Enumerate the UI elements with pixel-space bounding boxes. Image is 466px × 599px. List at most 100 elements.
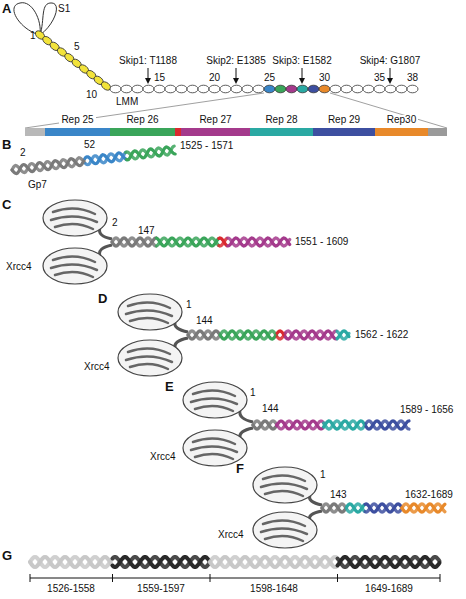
lmm-repeat-ellipse: [264, 85, 275, 93]
beta-strand: [51, 216, 97, 222]
helix-strand: [220, 331, 276, 339]
xrcc4-head-domain: [43, 248, 107, 284]
panel-letter: G: [2, 549, 12, 562]
helix-strand: [219, 238, 227, 246]
helix-strand: [12, 158, 85, 173]
helix-strand: [277, 421, 324, 429]
residue-label: 1526-1558: [47, 584, 95, 594]
skip-arrow: [302, 68, 303, 79]
helix-strand: [112, 238, 156, 246]
panel-letter: E: [165, 380, 174, 393]
beta-strand: [126, 310, 172, 316]
lmm-repeat-ellipse: [385, 85, 396, 93]
beta-strand: [195, 454, 233, 459]
helix-strand: [337, 331, 349, 339]
xrcc4-head-domain: [253, 512, 317, 548]
repeat-band: Rep 28: [250, 115, 313, 136]
beta-strand: [126, 356, 172, 362]
neck-helix: [100, 228, 113, 239]
repeat-color-band: [313, 128, 375, 136]
beta-strand: [130, 318, 168, 323]
residue-label: 1598-1648: [250, 584, 298, 594]
residue-label: LMM: [116, 97, 138, 107]
residue-label: 1: [30, 31, 36, 41]
lmm-repeat-ellipse: [209, 85, 220, 93]
repeat-band: Rep 27: [181, 115, 250, 136]
lmm-repeat-ellipse: [374, 85, 385, 93]
residue-label: Skip3: E1582: [272, 56, 332, 66]
residue-label: 1589 - 1656: [400, 405, 453, 415]
repeat-color-band: [375, 128, 428, 136]
neck-helix: [240, 428, 253, 438]
lmm-repeat-ellipse: [121, 85, 132, 93]
beta-strand: [263, 520, 305, 526]
neck-helix: [310, 495, 323, 505]
residue-label: 143: [330, 490, 347, 500]
bar-end: [428, 128, 447, 136]
repeat-band: Rep30: [375, 115, 428, 136]
helix-strand: [365, 504, 401, 512]
helix-strand: [337, 331, 349, 339]
panel-letter: A: [2, 2, 11, 15]
xrcc4-head-domain: [183, 430, 247, 466]
panel-letter: B: [2, 138, 11, 151]
helix-strand: [188, 331, 220, 339]
helix-strand: [210, 557, 337, 567]
helix-strand: [210, 557, 337, 567]
helix-strand: [324, 421, 366, 429]
residue-label: 1562 - 1622: [355, 330, 408, 340]
skip-arrow: [390, 68, 391, 79]
residue-label: Skip2: E1385: [206, 56, 266, 66]
beta-strand: [130, 364, 168, 369]
helix-strand: [338, 557, 440, 567]
scale-tick: [112, 574, 113, 582]
residue-label: 20: [209, 73, 220, 83]
lmm-repeat-ellipse: [154, 85, 165, 93]
lmm-repeat-ellipse: [220, 85, 231, 93]
beta-strand: [191, 398, 237, 404]
scale-tick: [210, 574, 211, 582]
lmm-repeat-ellipse: [286, 85, 297, 93]
residue-label: 10: [86, 90, 97, 100]
skip-arrowhead: [299, 78, 305, 84]
helix-strand: [30, 557, 112, 567]
lmm-repeat-ellipse: [242, 85, 253, 93]
residue-label: 15: [154, 73, 165, 83]
neck-helix: [175, 322, 188, 332]
lmm-repeat-ellipse: [330, 85, 341, 93]
helix-strand: [30, 557, 112, 567]
skip-arrowhead: [145, 78, 151, 84]
helix-strand: [285, 331, 336, 339]
lmm-repeat-ellipse: [198, 85, 209, 93]
neck-helix: [310, 511, 323, 520]
lmm-repeat-ellipse: [341, 85, 352, 93]
helix-strand: [253, 421, 276, 429]
helix-strand: [220, 331, 276, 339]
repeat-band: Rep 25: [45, 115, 110, 136]
neck-helix: [100, 245, 113, 256]
helix-strand: [366, 421, 409, 429]
residue-label: 1632-1689: [405, 490, 453, 500]
beta-strand: [53, 256, 95, 262]
helix-strand: [322, 504, 346, 512]
beta-strand: [51, 264, 97, 270]
lmm-repeat-ellipse: [231, 85, 242, 93]
beta-strand: [53, 208, 95, 214]
beta-strand: [128, 302, 170, 308]
residue-label: Xrcc4: [150, 452, 176, 462]
helix-strand: [157, 238, 219, 246]
neck-helix: [175, 338, 188, 348]
repeat-color-band: [181, 128, 250, 136]
lmm-repeat-ellipse: [319, 85, 330, 93]
lmm-repeat-ellipse: [187, 85, 198, 93]
s1-head: [40, 3, 56, 35]
helix-strand: [366, 421, 409, 429]
residue-label: 25: [264, 73, 275, 83]
repeat-band: Rep 26: [110, 115, 175, 136]
beta-strand: [55, 272, 93, 277]
helix-strand: [127, 147, 176, 160]
helix-strand: [112, 238, 156, 246]
beta-strand: [261, 528, 307, 534]
residue-label: 5: [74, 42, 80, 52]
